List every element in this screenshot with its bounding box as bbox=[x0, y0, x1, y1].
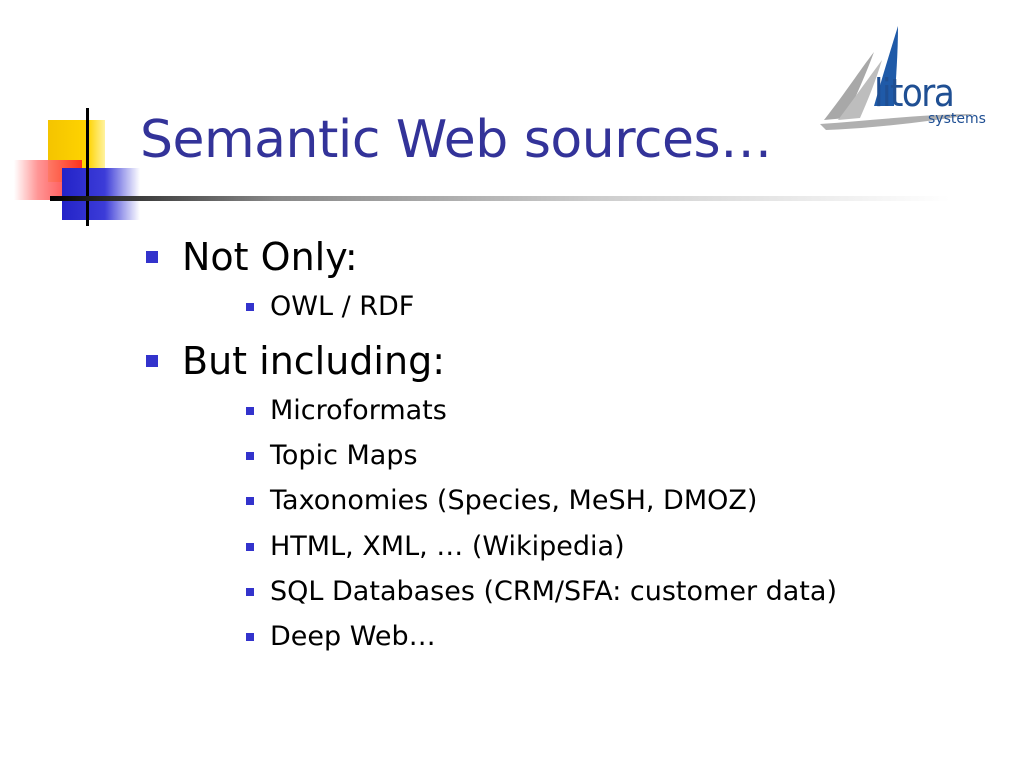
sub-bullet-text: SQL Databases (CRM/SFA: customer data) bbox=[270, 576, 837, 607]
sub-bullet-deep-web: Deep Web… bbox=[246, 623, 436, 650]
sub-bullet-topic-maps: Topic Maps bbox=[246, 442, 418, 469]
bullet-not-only: Not Only: bbox=[146, 238, 358, 276]
sub-bullet-square-icon bbox=[246, 542, 254, 551]
sub-bullet-html-xml: HTML, XML, … (Wikipedia) bbox=[246, 533, 625, 560]
sub-bullet-square-icon bbox=[246, 496, 254, 505]
sub-bullet-text: Taxonomies (Species, MeSH, DMOZ) bbox=[270, 485, 758, 516]
logo-wordmark: litora bbox=[874, 71, 955, 115]
bullet-text: Not Only: bbox=[182, 235, 358, 279]
sub-bullet-text: Topic Maps bbox=[270, 440, 418, 471]
logo-subtitle: systems bbox=[928, 111, 986, 127]
slide-title: Semantic Web sources… bbox=[140, 110, 772, 170]
sub-bullet-sql-databases: SQL Databases (CRM/SFA: customer data) bbox=[246, 578, 837, 605]
bullet-text: But including: bbox=[182, 339, 445, 383]
sub-bullet-square-icon bbox=[246, 302, 254, 311]
sub-bullet-square-icon bbox=[246, 632, 254, 641]
sail-logo-icon bbox=[820, 26, 976, 130]
sub-bullet-text: OWL / RDF bbox=[270, 291, 415, 322]
sub-bullet-taxonomies: Taxonomies (Species, MeSH, DMOZ) bbox=[246, 487, 757, 514]
bullet-but-including: But including: bbox=[146, 342, 445, 380]
title-underline bbox=[50, 196, 950, 201]
bullet-square-icon bbox=[146, 251, 158, 263]
sub-bullet-microformats: Microformats bbox=[246, 397, 447, 424]
decor-vertical-line bbox=[86, 108, 89, 226]
decor-blue-square bbox=[62, 168, 140, 220]
bullet-square-icon bbox=[146, 355, 158, 367]
altora-logo: litora systems bbox=[816, 22, 996, 132]
sub-bullet-square-icon bbox=[246, 451, 254, 460]
sub-bullet-square-icon bbox=[246, 406, 254, 415]
sub-bullet-text: Deep Web… bbox=[270, 621, 436, 652]
sub-bullet-text: Microformats bbox=[270, 395, 447, 426]
sub-bullet-owl-rdf: OWL / RDF bbox=[246, 293, 414, 320]
sub-bullet-text: HTML, XML, … (Wikipedia) bbox=[270, 531, 625, 562]
sub-bullet-square-icon bbox=[246, 587, 254, 596]
